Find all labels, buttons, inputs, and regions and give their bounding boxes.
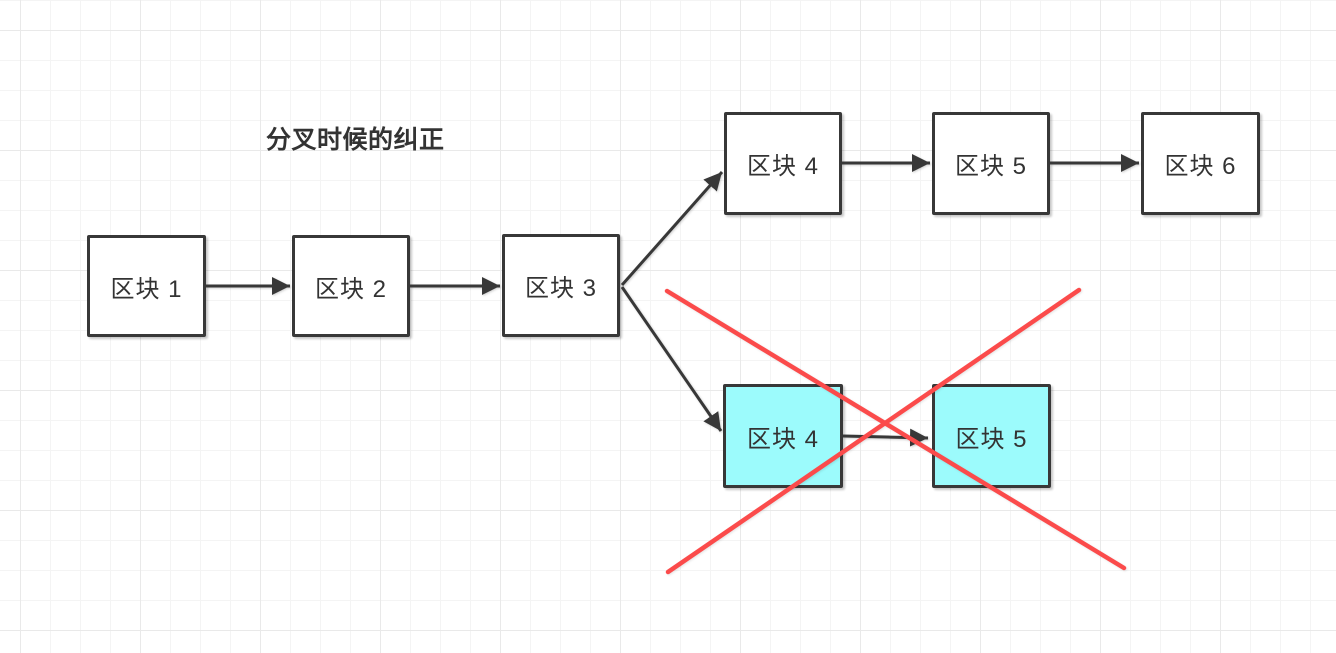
block-5-main-label: 区块 5 [954, 153, 1027, 180]
block-4-main-label: 区块 4 [746, 153, 819, 180]
block-6-main-label: 区块 6 [1164, 153, 1237, 180]
arrow-block4-fork-to-block5-fork [842, 428, 929, 447]
diagram-title: 分叉时候的纠正 [266, 126, 445, 154]
block-4-fork: 区块 4 [723, 384, 843, 488]
block-1: 区块 1 [87, 235, 206, 337]
block-2: 区块 2 [292, 235, 410, 337]
arrow-block3-to-block4-main [620, 171, 724, 286]
block-4-fork-label: 区块 4 [746, 425, 819, 453]
block-2-label: 区块 2 [314, 275, 387, 303]
block-3-label: 区块 3 [524, 275, 597, 302]
block-6-main: 区块 6 [1141, 112, 1260, 215]
arrow-block3-to-block4-fork [620, 286, 723, 432]
block-4-main: 区块 4 [724, 112, 842, 215]
block-1-label: 区块 1 [110, 275, 183, 303]
block-5-fork-label: 区块 5 [955, 425, 1028, 453]
block-3: 区块 3 [502, 234, 620, 337]
block-5-fork: 区块 5 [932, 384, 1051, 488]
block-5-main: 区块 5 [932, 112, 1050, 215]
